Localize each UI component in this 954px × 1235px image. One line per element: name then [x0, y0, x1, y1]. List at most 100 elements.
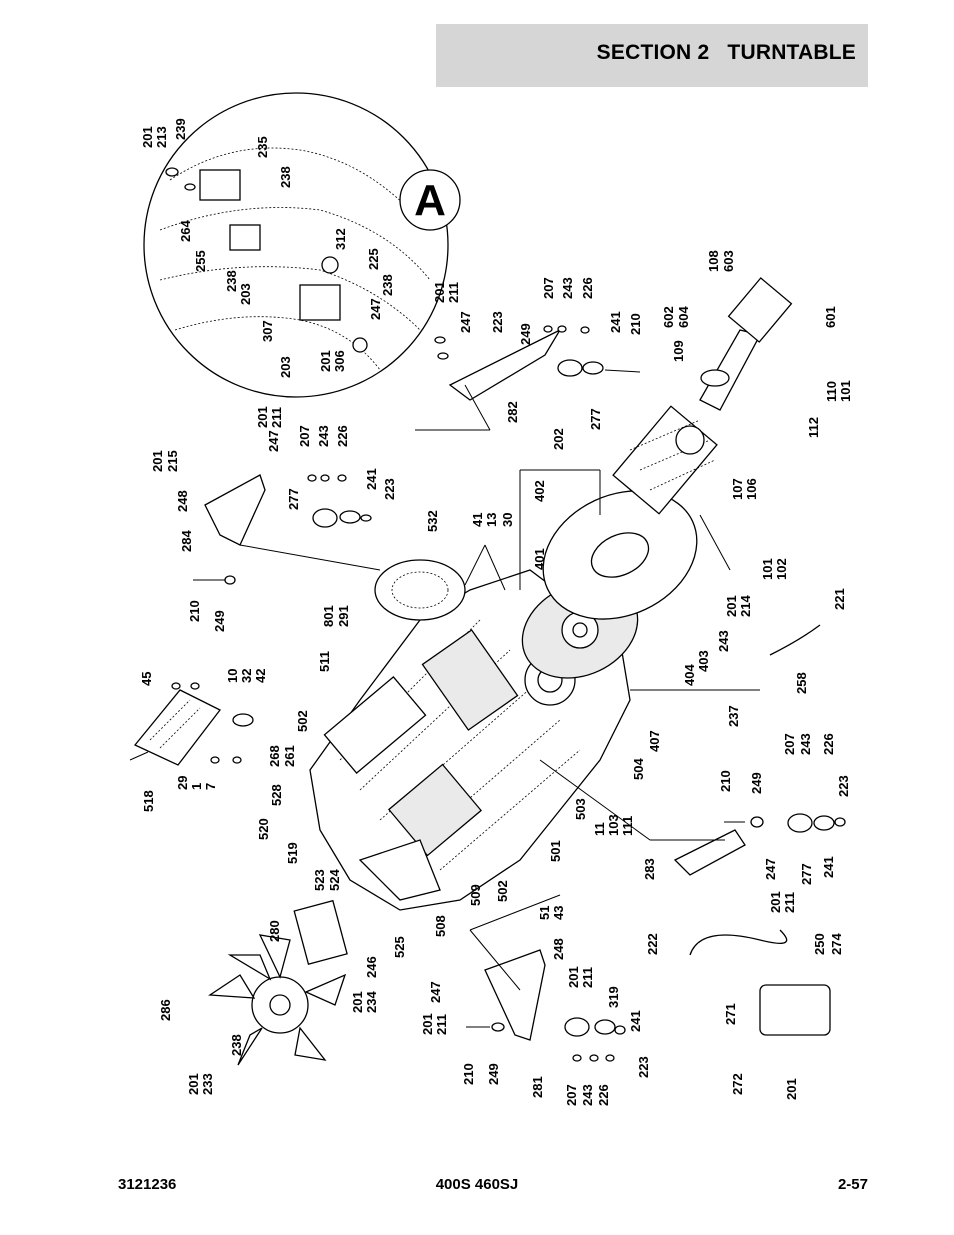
callout-label: 51 — [537, 906, 552, 920]
callout-label: 239 — [173, 118, 188, 140]
callout-label: 261 — [282, 745, 297, 767]
callout-label: 211 — [782, 892, 797, 913]
callout-label: 241 — [364, 468, 379, 490]
callout-label: 249 — [212, 610, 227, 632]
cooling-fan — [208, 899, 348, 1066]
callout-label: 233 — [200, 1073, 215, 1095]
callout-label: 246 — [364, 956, 379, 978]
callout-label: 211 — [434, 1014, 449, 1035]
callout-label: 223 — [836, 775, 851, 797]
callout-label: 277 — [286, 488, 301, 510]
callout-label: 201 — [350, 991, 365, 1013]
callout-label: 282 — [505, 401, 520, 423]
hydraulic-pump — [612, 277, 793, 515]
callout-label: 7 — [203, 783, 218, 790]
callout-label: 210 — [461, 1063, 476, 1085]
callout-label: 523 — [312, 869, 327, 891]
callout-label: 223 — [382, 478, 397, 500]
callout-label: 207 — [297, 425, 312, 447]
callout-label: 223 — [636, 1056, 651, 1078]
callout-label: 280 — [267, 920, 282, 942]
callout-label: 604 — [676, 306, 691, 328]
footer-doc-number: 3121236 — [118, 1176, 177, 1193]
callout-label: 102 — [774, 558, 789, 580]
callout-label: 801 — [321, 605, 336, 627]
callout-label: 504 — [631, 758, 646, 780]
callout-label: 226 — [821, 733, 836, 755]
callout-label: 249 — [518, 323, 533, 345]
callout-label: 501 — [548, 840, 563, 862]
callout-label: 43 — [551, 906, 566, 920]
detail-a-circle: A — [143, 92, 461, 398]
callout-label: 247 — [368, 298, 383, 320]
callout-label: 210 — [628, 313, 643, 335]
callout-label: 226 — [596, 1084, 611, 1106]
callout-label: 403 — [696, 650, 711, 672]
callout-label: 249 — [749, 772, 764, 794]
callout-label: 277 — [799, 863, 814, 885]
callout-label: 221 — [832, 588, 847, 610]
callout-label: 511 — [317, 651, 332, 672]
callout-label: 291 — [336, 605, 351, 627]
callout-label: 109 — [671, 340, 686, 362]
callout-label: 306 — [332, 350, 347, 372]
detail-a-callout-bubble — [399, 169, 461, 231]
callout-label: 235 — [255, 136, 270, 158]
callout-label: 503 — [573, 798, 588, 820]
callout-label: 223 — [490, 311, 505, 333]
callout-label: 1 — [189, 783, 204, 790]
callout-label: 502 — [295, 710, 310, 732]
callout-label: 502 — [495, 880, 510, 902]
hoses — [689, 624, 831, 1036]
callout-label: 283 — [642, 858, 657, 880]
footer-model: 400S 460SJ — [435, 1176, 519, 1193]
callout-label: 238 — [278, 166, 293, 188]
callout-label: 241 — [821, 856, 836, 878]
callout-label: 234 — [364, 991, 379, 1013]
detail-a-letter: A — [414, 176, 446, 225]
callout-label: 32 — [239, 669, 254, 683]
callout-label: 274 — [829, 933, 844, 955]
callout-label: 211 — [446, 282, 461, 303]
callout-label: 284 — [179, 530, 194, 552]
callout-label: 286 — [158, 999, 173, 1021]
callout-labels: 201 213 239 235 238 264 255 238 203 307 … — [139, 118, 853, 1106]
callout-label: 201 — [186, 1073, 201, 1095]
callout-label: 247 — [266, 430, 281, 452]
callout-label: 407 — [647, 730, 662, 752]
callout-label: 201 — [150, 450, 165, 472]
turbo-housing — [374, 559, 466, 621]
callout-label: 271 — [723, 1003, 738, 1025]
callout-label: 601 — [823, 306, 838, 328]
callout-label: 247 — [458, 311, 473, 333]
callout-label: 202 — [551, 428, 566, 450]
motor-mounts — [204, 328, 813, 1041]
callout-label: 11 — [592, 822, 607, 836]
callout-label: 226 — [580, 277, 595, 299]
leader-lines — [129, 384, 760, 991]
callout-label: 30 — [500, 513, 515, 527]
callout-label: 243 — [580, 1084, 595, 1106]
callout-label: 238 — [224, 270, 239, 292]
callout-label: 107 — [730, 478, 745, 500]
callout-label: 255 — [193, 250, 208, 272]
callout-label: 203 — [278, 356, 293, 378]
callout-label: 201 — [768, 891, 783, 913]
callout-label: 281 — [530, 1076, 545, 1098]
callout-label: 106 — [744, 478, 759, 500]
callout-label: 101 — [838, 380, 853, 402]
callout-label: 319 — [606, 986, 621, 1008]
callout-label: 101 — [760, 558, 775, 580]
callout-label: 402 — [532, 480, 547, 502]
callout-label: 508 — [433, 915, 448, 937]
callout-label: 247 — [763, 858, 778, 880]
callout-label: 112 — [806, 417, 821, 438]
callout-label: 272 — [730, 1073, 745, 1095]
callout-label: 518 — [141, 790, 156, 812]
callout-label: 312 — [333, 228, 348, 250]
callout-label: 243 — [560, 277, 575, 299]
callout-label: 210 — [718, 770, 733, 792]
callout-label: 404 — [682, 664, 697, 686]
callout-label: 207 — [564, 1084, 579, 1106]
callout-label: 111 — [620, 816, 635, 836]
